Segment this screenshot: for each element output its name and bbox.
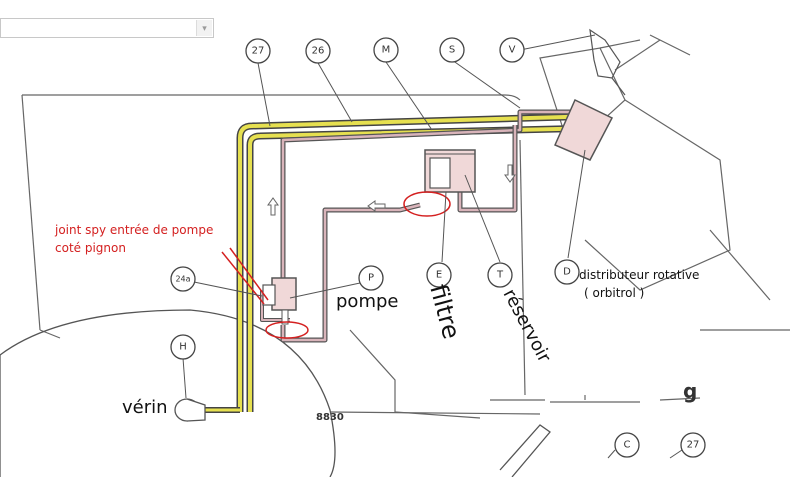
filter-inlet-highlight: [403, 191, 451, 217]
pump-seal-highlight: [265, 321, 309, 339]
label-distributeur-line1: distributeur rotative: [579, 268, 699, 282]
label-reservoir: réservoir: [499, 285, 555, 366]
label-pompe: pompe: [336, 291, 398, 312]
flow-arrow-up-icon: [267, 197, 279, 216]
label-distributeur-line2: ( orbitrol ): [584, 286, 644, 300]
callout-m: M: [382, 45, 391, 56]
callout-27-bottom: 27: [687, 440, 700, 451]
reservoir-block: [424, 149, 476, 193]
callout-v: V: [509, 45, 516, 56]
callout-e: E: [436, 270, 442, 281]
chevron-down-icon[interactable]: ▾: [196, 20, 212, 36]
label-g: g: [683, 379, 697, 403]
pink-hydraulic-lines: [260, 109, 578, 343]
distributor-block: [554, 98, 614, 161]
verin-cylinder: [174, 398, 206, 422]
flow-arrows: [267, 164, 516, 216]
annotation-joint-line1: joint spy entrée de pompe: [54, 223, 213, 237]
steering-wheel: [589, 28, 626, 96]
annotation-joint-line2: coté pignon: [55, 241, 126, 255]
figure-number: 8830: [316, 412, 344, 423]
label-verin: vérin: [122, 397, 168, 418]
callout-t: T: [496, 270, 504, 281]
callout-h: H: [179, 342, 187, 353]
annotation-marks: [221, 191, 451, 339]
pump-block: [262, 277, 297, 325]
tractor-outline: [21, 34, 790, 419]
callout-24a: 24a: [175, 275, 190, 284]
flow-arrow-down-icon: [504, 164, 516, 183]
callout-s: S: [449, 45, 455, 56]
front-axle-shaft: [499, 424, 551, 477]
callout-26: 26: [312, 46, 325, 57]
callout-p: P: [368, 273, 374, 284]
callout-d: D: [563, 267, 571, 278]
callout-circles: [170, 37, 706, 458]
callout-c: C: [624, 440, 631, 451]
top-dropdown[interactable]: ▾: [0, 18, 214, 38]
leader-lines: [182, 34, 686, 459]
rear-wheel: [0, 309, 336, 477]
flow-arrow-left-icon: [367, 200, 386, 212]
annotation-arrow-1: [229, 247, 269, 301]
label-filtre: filtre: [424, 281, 465, 342]
yellow-hydraulic-lines: [195, 112, 601, 413]
callout-27-top: 27: [252, 46, 265, 57]
